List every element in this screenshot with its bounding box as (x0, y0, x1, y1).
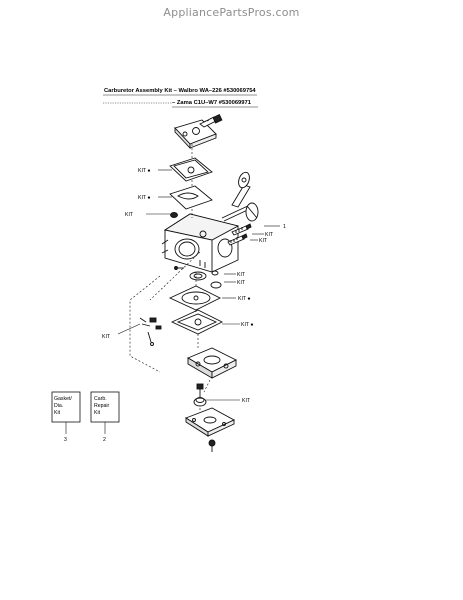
repair-box-line3: Kit (94, 410, 101, 416)
gasket-box-number: 3 (64, 437, 67, 443)
callout-kit-metering-gasket: KIT ● (241, 322, 254, 328)
metering-lever-part (139, 317, 162, 346)
callout-kit-inlet-screen: KIT (125, 212, 134, 218)
callout-leaders (117, 169, 280, 401)
metering-cover-part (186, 347, 238, 379)
fuel-inlet-needle-part (174, 266, 184, 270)
adjusting-needle-part-2 (227, 233, 248, 246)
purge-cover-part (185, 407, 236, 437)
welch-plug-part (189, 270, 222, 289)
exploded-leader-lines (129, 144, 211, 410)
callout-kit-welch-plug: KIT (237, 272, 246, 278)
callout-kit-pump-gasket: KIT ● (138, 168, 151, 174)
cover-screw-part (196, 383, 204, 397)
carburetor-body-part (161, 213, 240, 273)
watermark: AppliancePartsPros.com (163, 6, 300, 19)
throttle-plate-part (245, 202, 259, 222)
pump-diaphragm-part (169, 185, 213, 210)
callout-kit-needle-2: KIT (259, 238, 268, 244)
metering-gasket-part (170, 309, 224, 335)
callout-kit-needle: KIT (265, 232, 274, 238)
kit-legend-box-gasket: Gasket/ Dia. Kit 3 (51, 391, 81, 443)
callout-kit-welch-plug-2: KIT (237, 280, 246, 286)
pump-gasket-part (169, 157, 213, 182)
gasket-box-line1: Gasket/ (54, 396, 72, 402)
inlet-screen-part (170, 212, 178, 218)
repair-box-number: 2 (103, 437, 106, 443)
diagram-title-line2: – Zama C1U–W7 #530069971 (172, 100, 252, 106)
pump-cover-part (174, 113, 223, 150)
adjusting-needle-part (231, 223, 252, 236)
bottom-screw-part (208, 439, 216, 452)
throttle-lever-part (221, 171, 255, 222)
repair-box-line1: Carb. (94, 396, 107, 402)
kit-legend-box-repair: Carb. Repair Kit 2 (90, 391, 120, 443)
callout-kit-metering-lever: KIT (102, 334, 111, 340)
diagram-title-line1: Carburetor Assembly Kit – Walbro WA–226 … (104, 88, 256, 94)
callout-kit-metering-diaphragm: KIT ● (238, 296, 251, 302)
metering-diaphragm-part (168, 285, 222, 311)
repair-box-line2: Repair (94, 403, 110, 409)
callout-number-1: 1 (283, 224, 286, 230)
callout-kit-pump-diaphragm: KIT ● (138, 195, 151, 201)
callout-kit-purge-bulb: KIT (242, 398, 251, 404)
gasket-box-line2: Dia. (54, 403, 63, 409)
purge-bulb-part (193, 397, 207, 407)
gasket-box-line3: Kit (54, 410, 61, 416)
